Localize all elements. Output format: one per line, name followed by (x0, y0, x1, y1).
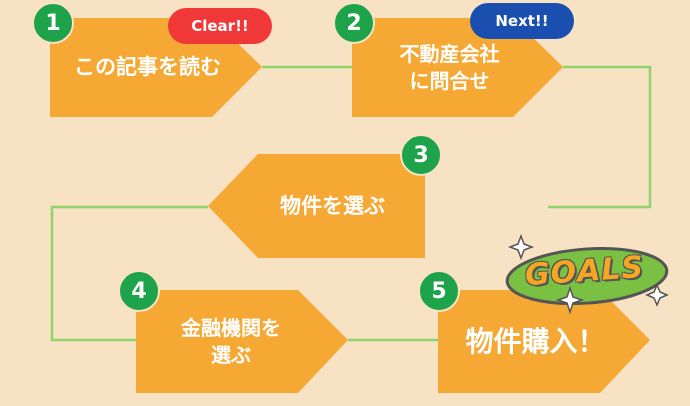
step-5-shape (438, 290, 650, 393)
step-4-number-badge: 4 (118, 270, 160, 312)
step-2-text-line2: に問合せ (409, 68, 490, 93)
step-3-number-badge: 3 (400, 134, 442, 176)
step-5-number-badge: 5 (418, 270, 460, 312)
step-5-label: 物件購入！ (438, 290, 633, 393)
step-2-shape (352, 18, 563, 117)
step-4-text-line1: 金融機関を (181, 315, 281, 340)
sparkle-icon (555, 285, 585, 315)
clear-badge: Clear!! (168, 8, 272, 44)
step-5-text: 物件購入！ (465, 324, 606, 358)
step-4-text-line2: 選ぶ (211, 342, 251, 367)
step-3-label: 物件を選ぶ (240, 154, 425, 258)
sparkle-icon (645, 283, 669, 307)
step-4-label: 金融機関を 選ぶ (136, 290, 326, 393)
step-1-text: この記事を読む (74, 55, 221, 80)
next-badge: Next!! (470, 3, 574, 39)
step-2-text-line1: 不動産会社 (399, 41, 500, 66)
step-2-number-badge: 2 (333, 2, 375, 44)
step-3-shape (208, 154, 425, 258)
step-2-label: 不動産会社 に問合せ (352, 18, 547, 117)
connector-2-3 (548, 65, 652, 209)
step-4-shape (136, 290, 348, 393)
step-3-text: 物件を選ぶ (280, 193, 385, 218)
step-1-number-badge: 1 (32, 2, 74, 44)
sparkle-icon (507, 233, 535, 261)
goals-logo-icon (505, 233, 669, 315)
step-1-label: この記事を読む (50, 18, 245, 117)
connector-3-4 (50, 205, 208, 342)
